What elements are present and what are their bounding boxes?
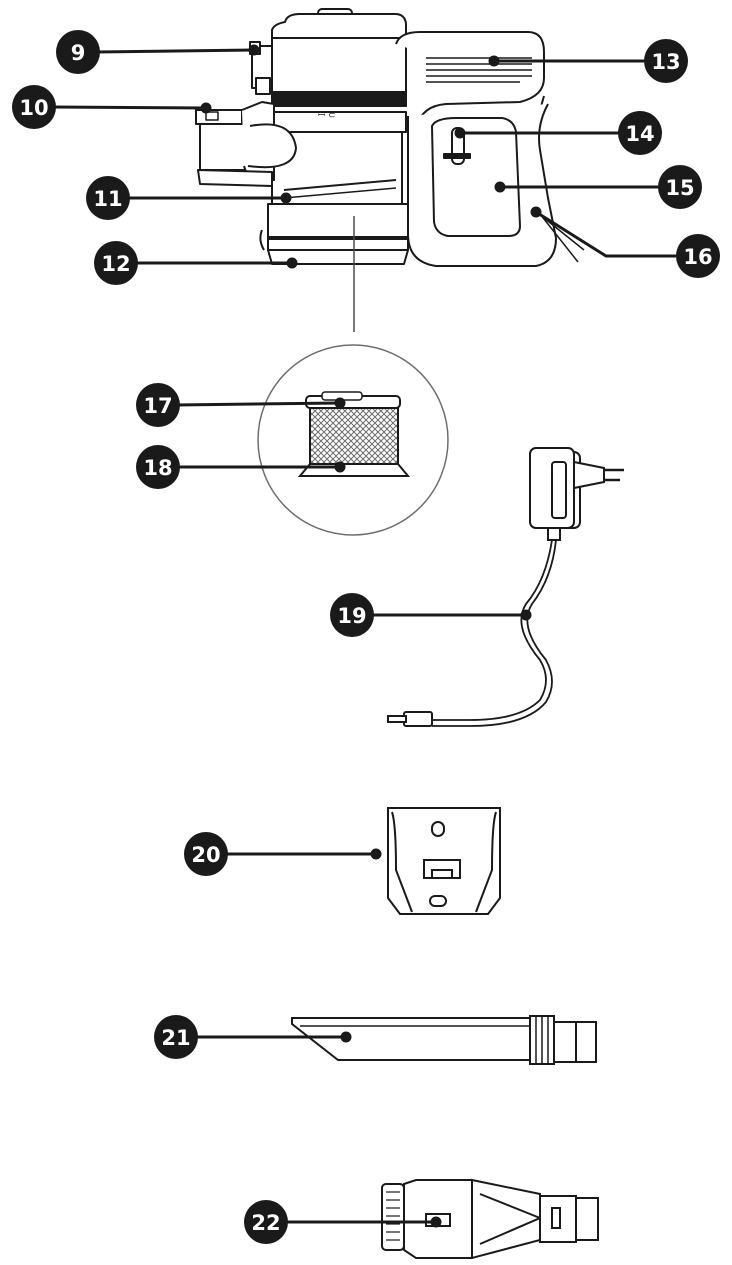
callout-18: 18 [136,445,180,489]
callout-19: 19 [330,593,374,637]
wall-bracket-drawing [387,807,501,915]
callout-12: 12 [94,241,138,285]
leader-17 [175,401,341,407]
svg-text:17: 17 [143,394,172,418]
leader-16 [535,210,676,258]
handheld-vacuum-drawing: ꟷ ⊂ [195,8,585,267]
svg-text:20: 20 [191,843,220,867]
callout-21: 21 [154,1015,198,1059]
svg-text:11: 11 [93,187,122,211]
charger-drawing [387,447,624,727]
callout-11: 11 [86,176,130,220]
callout-15: 15 [658,165,702,209]
svg-text:15: 15 [665,176,694,200]
filter-drawing [257,344,449,536]
callout-16: 16 [676,234,720,278]
svg-text:ꟷ ⊂: ꟷ ⊂ [318,111,336,121]
svg-text:12: 12 [101,252,130,276]
brush-tool-drawing [381,1178,599,1260]
callout-9: 9 [56,30,100,74]
callout-17: 17 [136,383,180,427]
crevice-tool-drawing [291,1015,597,1065]
svg-text:13: 13 [651,50,680,74]
svg-text:19: 19 [337,604,366,628]
leader-9 [95,48,255,54]
svg-text:21: 21 [161,1026,190,1050]
callout-22: 22 [244,1200,288,1244]
callout-13: 13 [644,39,688,83]
svg-text:16: 16 [683,245,712,269]
callout-20: 20 [184,832,228,876]
svg-text:10: 10 [19,96,48,120]
callout-14: 14 [618,111,662,155]
svg-text:18: 18 [143,456,172,480]
svg-text:22: 22 [251,1211,280,1235]
callout-10: 10 [12,85,56,129]
svg-text:14: 14 [625,122,654,146]
svg-text:9: 9 [71,41,86,65]
leader-10 [51,105,207,110]
